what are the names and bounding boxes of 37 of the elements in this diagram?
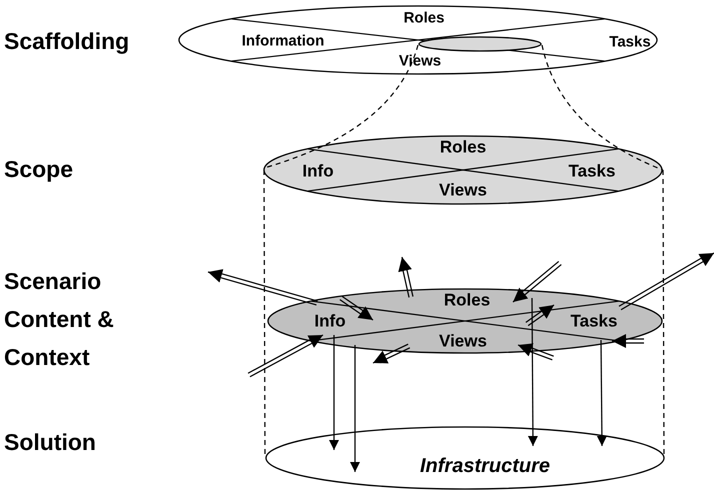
layer-heading: Solution	[4, 428, 97, 457]
ellipse-layer	[267, 288, 663, 354]
projection-line	[541, 44, 664, 171]
arrow	[611, 334, 645, 348]
arrow	[339, 296, 374, 321]
quadrant-label: Info	[314, 312, 346, 330]
quadrant-label: Views	[439, 332, 487, 350]
arrow	[398, 256, 414, 298]
ellipse-layer	[265, 426, 665, 490]
quadrant-label: Roles	[444, 292, 490, 308]
ellipse-layer	[178, 5, 658, 75]
ellipse-layer	[263, 135, 663, 205]
arrow	[350, 345, 360, 472]
arrow	[329, 335, 339, 450]
layer-heading: Scaffolding	[4, 27, 130, 56]
arrow	[207, 269, 318, 306]
arrow	[247, 334, 324, 378]
quadrant-label: Tasks	[568, 162, 616, 180]
arrow	[372, 344, 410, 364]
quadrant-label: Views	[439, 182, 487, 198]
arrow	[512, 260, 562, 303]
ellipse-layer	[418, 36, 542, 52]
quadrant-label: Infrastructure	[420, 456, 550, 476]
arrow	[618, 252, 714, 310]
quadrant-label: Roles	[440, 138, 486, 156]
quadrant-label: Tasks	[570, 312, 618, 330]
quadrant-label: Views	[398, 54, 442, 68]
layer-heading: Scenario Content & Context	[4, 267, 115, 372]
quadrant-label: Roles	[404, 10, 444, 26]
arrow	[525, 304, 555, 326]
quadrant-label: Info	[302, 162, 334, 180]
arrow	[517, 343, 554, 360]
quadrant-label: Tasks	[609, 34, 651, 50]
arrow	[596, 340, 607, 446]
layer-heading: Scope	[4, 155, 74, 184]
quadrant-label: Information	[242, 34, 324, 48]
arrow	[528, 298, 538, 446]
